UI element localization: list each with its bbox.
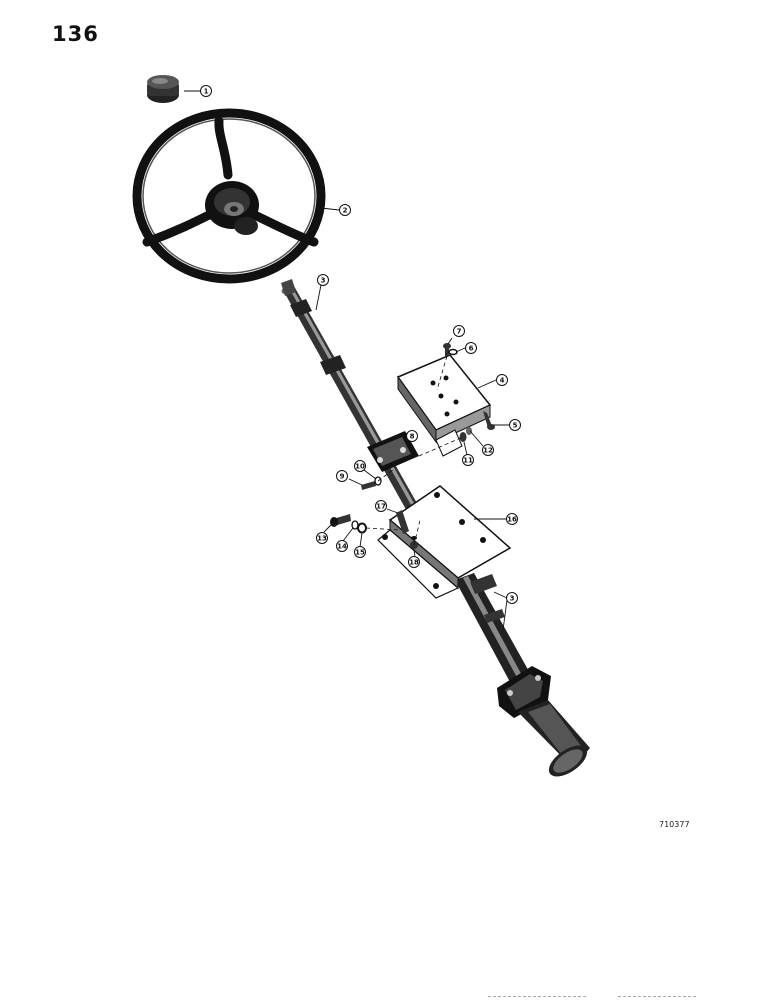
callout-label: 4 — [500, 377, 505, 385]
steering-shaft-part — [281, 279, 545, 708]
callout-14: 14 — [336, 540, 348, 552]
callout-2: 2 — [339, 204, 351, 216]
callout-label: 14 — [337, 543, 347, 551]
callout-5: 5 — [509, 419, 521, 431]
callout-13: 13 — [316, 532, 328, 544]
callout-label: 11 — [463, 457, 473, 465]
steering-wheel-part — [132, 108, 326, 284]
callout-4: 4 — [496, 374, 508, 386]
callout-label: 5 — [513, 422, 518, 430]
callout-label: 1 — [204, 88, 209, 96]
callout-15: 15 — [354, 546, 366, 558]
steering-gear-housing — [497, 666, 590, 777]
scan-artifact-marks — [488, 996, 698, 997]
callout-3-upper: 3 — [317, 274, 329, 286]
figure-code: 710377 — [659, 820, 690, 829]
callout-label: 9 — [340, 473, 345, 481]
horn-cap-part — [147, 75, 179, 103]
callout-label: 15 — [355, 549, 365, 557]
callout-17: 17 — [375, 500, 387, 512]
callout-10: 10 — [354, 460, 366, 472]
callout-9: 9 — [336, 470, 348, 482]
callout-11: 11 — [462, 454, 474, 466]
shaft-clamp-part — [367, 431, 419, 472]
callout-label: 16 — [507, 516, 517, 524]
callout-16: 16 — [506, 513, 518, 525]
callout-6: 6 — [465, 342, 477, 354]
callout-label: 8 — [410, 433, 415, 441]
page-number: 136 — [52, 22, 99, 46]
callout-label: 3 — [321, 277, 326, 285]
callout-8: 8 — [406, 430, 418, 442]
leader-lines — [184, 90, 509, 631]
callout-label: 2 — [343, 207, 348, 215]
callout-label: 3 — [510, 595, 515, 603]
callout-label: 12 — [483, 447, 493, 455]
callout-label: 18 — [409, 559, 419, 567]
callout-18: 18 — [408, 556, 420, 568]
hardware-parts — [330, 343, 495, 549]
callout-label: 7 — [457, 328, 462, 336]
callout-12: 12 — [482, 444, 494, 456]
alignment-lines — [365, 355, 464, 546]
callout-1: 1 — [200, 85, 212, 97]
callout-label: 13 — [317, 535, 327, 543]
upper-bracket-part — [396, 354, 492, 457]
callout-label: 6 — [469, 345, 474, 353]
callout-label: 17 — [376, 503, 386, 511]
callout-7: 7 — [453, 325, 465, 337]
callout-3-lower: 3 — [506, 592, 518, 604]
callout-label: 10 — [355, 463, 365, 471]
